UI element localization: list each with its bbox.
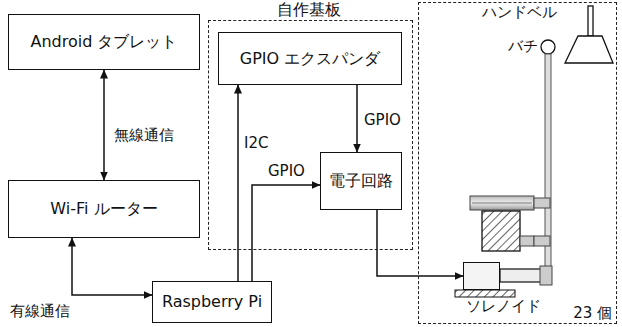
solenoid-plunger	[500, 266, 552, 285]
solenoid-body: ソレノイド	[463, 262, 500, 290]
region-label: 自作基板	[275, 0, 343, 19]
signal-label: GPIO	[266, 162, 307, 180]
region-label: ソレノイド	[466, 297, 541, 315]
connector	[103, 70, 105, 180]
connector	[237, 85, 239, 281]
hand-bell	[565, 6, 613, 63]
connector	[72, 238, 152, 295]
box-label: Android タブレット	[31, 32, 178, 51]
mount-bracket	[470, 196, 550, 251]
connector	[252, 185, 320, 281]
expander-box: GPIO エクスパンダ	[218, 32, 402, 85]
part-name: バチ	[506, 37, 540, 55]
board-group: 自作基板GPIO エクスパンダ電子回路	[208, 20, 413, 250]
part-name: ハンドベル	[480, 3, 559, 21]
region-label: 23 個	[573, 304, 612, 322]
box-label: Wi-Fi ルーター	[50, 199, 157, 218]
box-label: 電子回路	[329, 171, 393, 190]
tablet-box: Android タブレット	[8, 14, 200, 70]
connector	[356, 85, 358, 152]
base-plate	[455, 290, 515, 297]
connector	[377, 210, 463, 276]
box-label: GPIO エクスパンダ	[240, 49, 380, 68]
mallet	[541, 40, 555, 284]
raspberry-pi-box: Raspberry Pi	[152, 281, 272, 323]
signal-label: GPIO	[362, 111, 403, 129]
circuit-box: 電子回路	[320, 152, 402, 210]
box-label: Raspberry Pi	[162, 292, 262, 311]
signal-label: I2C	[242, 134, 270, 152]
signal-label: 無線通信	[112, 126, 176, 144]
router-box: Wi-Fi ルーター	[8, 180, 200, 238]
signal-label: 有線通信	[8, 302, 72, 320]
